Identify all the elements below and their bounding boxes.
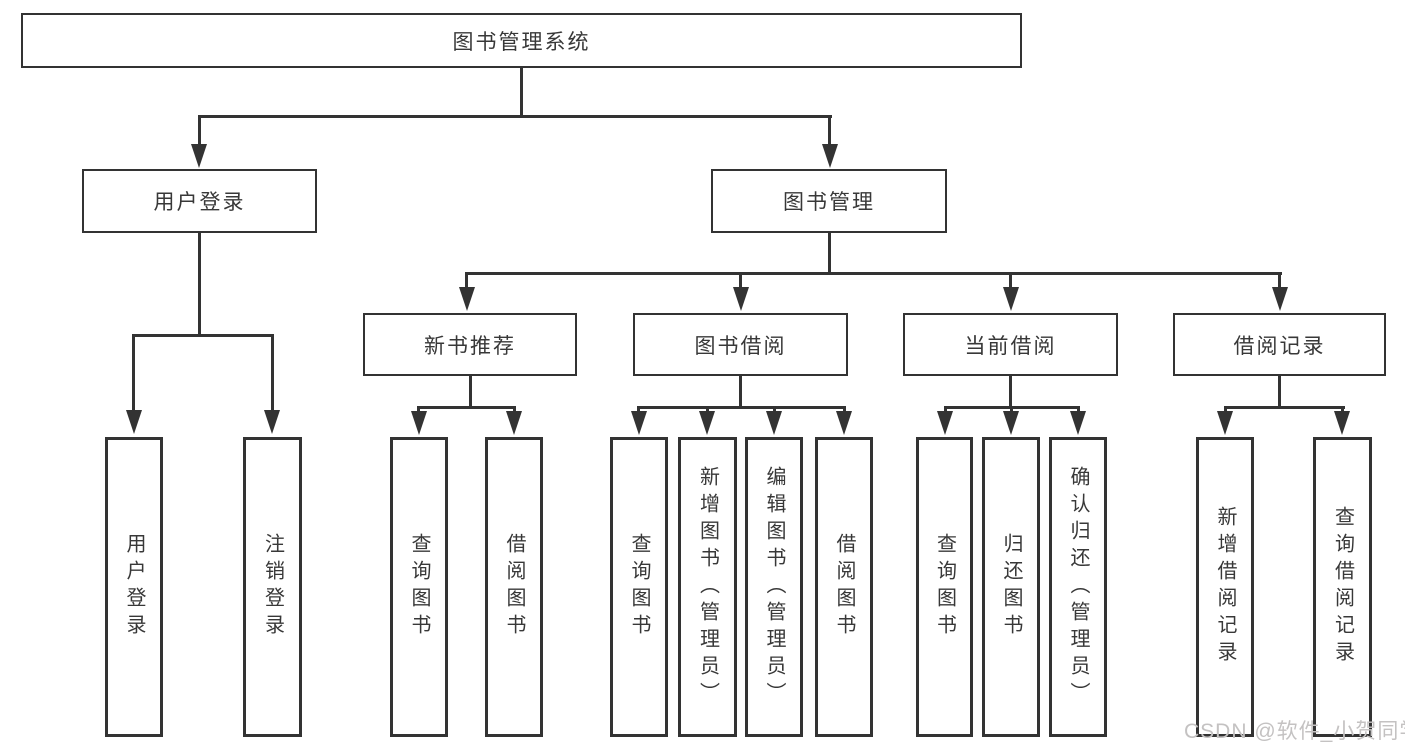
- connector-root-split: [198, 115, 832, 118]
- leaf-user-login: 用户登录: [105, 437, 163, 737]
- arrowhead-leaf: [1070, 411, 1086, 435]
- connector-stem: [417, 406, 420, 415]
- arrowhead-leaf-login: [126, 410, 142, 434]
- arrowhead-leaf: [766, 411, 782, 435]
- connector-borrow-records-split: [1224, 406, 1345, 409]
- leaf-edit-books-admin: 编辑图书（管理员）: [745, 437, 803, 737]
- arrowhead-leaf: [506, 411, 522, 435]
- connector-user-login-stem: [198, 233, 201, 337]
- connector-user-login-split: [132, 334, 274, 337]
- arrowhead-user-login: [191, 144, 207, 168]
- connector-new-book-stem: [469, 376, 472, 409]
- connector-root-stem: [520, 67, 523, 118]
- node-library-management-system: 图书管理系统: [21, 13, 1022, 68]
- leaf-logout: 注销登录: [243, 437, 302, 737]
- connector-new-book-split: [417, 406, 516, 409]
- leaf-query-books-borrow: 查询图书: [610, 437, 668, 737]
- connector-book-management-split: [465, 272, 1282, 275]
- connector-stem: [637, 406, 640, 415]
- node-book-borrow: 图书借阅: [633, 313, 848, 376]
- leaf-return-books: 归还图书: [982, 437, 1040, 737]
- leaf-borrow-books: 借阅图书: [815, 437, 873, 737]
- leaf-add-books-admin: 新增图书（管理员）: [678, 437, 737, 737]
- leaf-query-books-current: 查询图书: [916, 437, 973, 737]
- connector-stem-borrow-records: [1278, 272, 1281, 290]
- connector-stem: [1077, 406, 1080, 415]
- node-borrow-records: 借阅记录: [1173, 313, 1386, 376]
- node-new-book-recommend: 新书推荐: [363, 313, 577, 376]
- connector-stem: [773, 406, 776, 415]
- arrowhead-leaf: [631, 411, 647, 435]
- connector-stem-current-borrow: [1009, 272, 1012, 290]
- connector-stem-leaf-logout: [271, 334, 274, 412]
- node-book-management: 图书管理: [711, 169, 947, 233]
- leaf-query-borrow-record: 查询借阅记录: [1313, 437, 1372, 737]
- connector-stem-book-management: [828, 115, 831, 148]
- arrowhead-borrow-records: [1272, 287, 1288, 311]
- arrowhead-leaf: [1217, 411, 1233, 435]
- leaf-confirm-return-admin: 确认归还（管理员）: [1049, 437, 1107, 737]
- connector-stem-user-login: [198, 115, 201, 148]
- connector-stem-leaf-login: [132, 334, 135, 412]
- connector-book-borrow-split: [637, 406, 846, 409]
- connector-current-borrow-stem: [1009, 376, 1012, 409]
- arrowhead-leaf: [1003, 411, 1019, 435]
- connector-stem: [1224, 406, 1227, 415]
- connector-stem: [944, 406, 947, 415]
- connector-stem: [1341, 406, 1344, 415]
- leaf-add-borrow-record: 新增借阅记录: [1196, 437, 1254, 737]
- leaf-query-books-recommend: 查询图书: [390, 437, 448, 737]
- connector-stem: [706, 406, 709, 415]
- arrowhead-leaf: [699, 411, 715, 435]
- connector-book-management-stem: [828, 233, 831, 275]
- connector-stem-book-borrow: [739, 272, 742, 290]
- arrowhead-new-book: [459, 287, 475, 311]
- leaf-borrow-books-recommend: 借阅图书: [485, 437, 543, 737]
- arrowhead-leaf: [937, 411, 953, 435]
- connector-borrow-records-stem: [1278, 376, 1281, 409]
- connector-stem: [843, 406, 846, 415]
- arrowhead-current-borrow: [1003, 287, 1019, 311]
- arrowhead-book-borrow: [733, 287, 749, 311]
- arrowhead-book-management: [822, 144, 838, 168]
- connector-book-borrow-stem: [739, 376, 742, 409]
- arrowhead-leaf-logout: [264, 410, 280, 434]
- arrowhead-leaf: [836, 411, 852, 435]
- connector-stem: [513, 406, 516, 415]
- arrowhead-leaf: [411, 411, 427, 435]
- arrowhead-leaf: [1334, 411, 1350, 435]
- node-current-borrow: 当前借阅: [903, 313, 1118, 376]
- connector-stem: [1010, 406, 1013, 415]
- watermark: CSDN @软件_小贺同学: [1184, 720, 1405, 743]
- node-user-login: 用户登录: [82, 169, 317, 233]
- connector-stem-new-book: [465, 272, 468, 290]
